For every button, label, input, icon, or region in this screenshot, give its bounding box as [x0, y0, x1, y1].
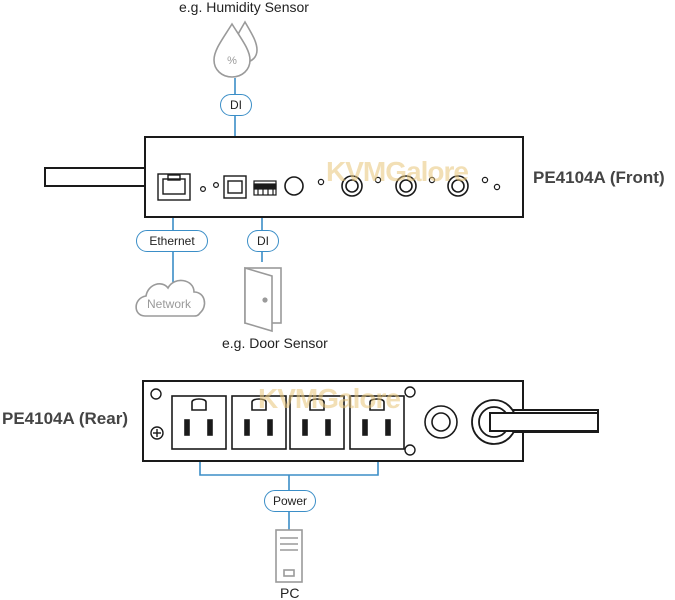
watermark-part-1: KVM: [258, 383, 318, 414]
front-indicator-leds: [374, 176, 501, 191]
network-label: Network: [147, 297, 192, 311]
front-outlets: [341, 175, 469, 197]
front-led-1: [200, 186, 207, 193]
di-top-badge: DI: [220, 94, 252, 116]
door-sensor-label: e.g. Door Sensor: [222, 335, 328, 351]
rear-outlet-1: [171, 395, 227, 450]
watermark-part-2: Galore: [385, 156, 469, 187]
watermark-part-2: Galore: [317, 383, 401, 414]
front-knob: [284, 176, 304, 196]
network-cloud-icon: [135, 279, 206, 317]
humidity-sensor-icon: %: [213, 20, 258, 78]
rear-outlet-2: [231, 395, 287, 450]
watermark-part-1: KVM: [326, 156, 386, 187]
front-led-3: [317, 178, 325, 186]
power-badge: Power: [264, 490, 316, 512]
door-sensor-icon: [244, 266, 282, 333]
watermark-front: KVMGalore: [326, 156, 469, 188]
di-terminal-block: [253, 180, 277, 196]
rear-outlet-3: [289, 395, 345, 450]
watermark-rear: KVMGalore: [258, 383, 401, 415]
pc-label: PC: [280, 585, 300, 600]
pc-tower-icon: [275, 529, 303, 583]
power-cord: [489, 412, 599, 432]
front-device-title: PE4104A (Front): [533, 168, 665, 187]
sensor-port: [223, 175, 247, 199]
di-bottom-badge: DI: [247, 230, 279, 252]
ethernet-badge: Ethernet: [136, 230, 208, 252]
rear-device-title: PE4104A (Rear): [2, 409, 128, 428]
ethernet-port: [157, 173, 191, 201]
svg-text:%: %: [227, 55, 237, 67]
humidity-sensor-label: e.g. Humidity Sensor: [179, 0, 309, 15]
rear-breaker: [424, 405, 458, 439]
rear-mount-holes: [150, 386, 416, 456]
ground-screw-icon: [150, 426, 164, 440]
front-led-2: [213, 182, 220, 189]
rear-outlet-4: [349, 395, 405, 450]
